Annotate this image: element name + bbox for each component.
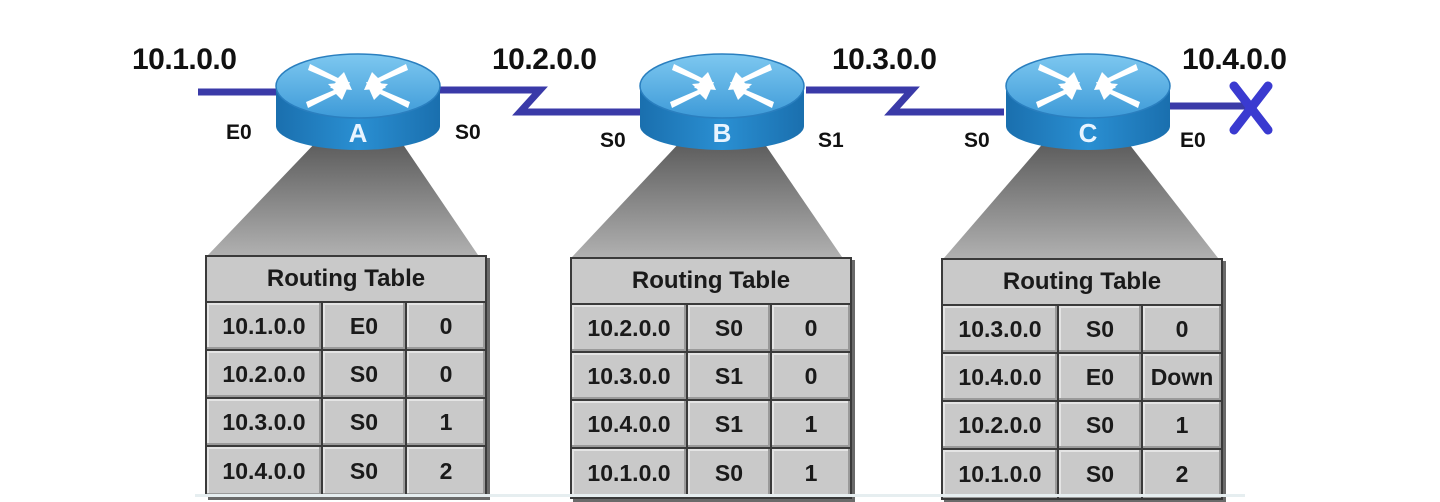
metric-cell: 0 [1143,306,1221,352]
network-label: 10.1.0.0 [132,43,237,76]
interface-cell: S0 [323,447,407,495]
table-row: 10.3.0.0 S0 1 [207,399,485,447]
interface-label-b-left: S0 [600,129,626,152]
metric-cell: 2 [1143,450,1221,498]
interface-cell: E0 [1059,354,1143,400]
interface-label-c-right: E0 [1180,129,1206,152]
interface-cell: S0 [688,305,772,351]
x-mark-icon [1229,81,1273,135]
interface-cell: S0 [1059,450,1143,498]
metric-cell: 1 [772,449,850,497]
network-cell: 10.3.0.0 [207,399,323,445]
interface-cell: S0 [1059,402,1143,448]
network-cell: 10.3.0.0 [943,306,1059,352]
interface-cell: E0 [323,303,407,349]
interface-label-b-right: S1 [818,129,844,152]
metric-cell: 0 [407,303,485,349]
network-cell: 10.1.0.0 [572,449,688,497]
interface-label-a-right: S0 [455,121,481,144]
routing-table-title: Routing Table [572,259,850,305]
network-label: 10.3.0.0 [832,43,937,76]
table-row: 10.1.0.0 E0 0 [207,303,485,351]
routing-table-b: Routing Table 10.2.0.0 S0 0 10.3.0.0 S1 … [570,257,852,499]
router-label-c: C [1079,118,1098,148]
metric-cell: 0 [407,351,485,397]
interface-label-c-left: S0 [964,129,990,152]
table-row: 10.2.0.0 S0 0 [572,305,850,353]
network-cell: 10.1.0.0 [943,450,1059,498]
table-row: 10.3.0.0 S0 0 [943,306,1221,354]
routing-table-a: Routing Table 10.1.0.0 E0 0 10.2.0.0 S0 … [205,255,487,497]
cone-router-b [572,140,842,257]
table-row: 10.4.0.0 S0 2 [207,447,485,495]
table-row: 10.1.0.0 S0 1 [572,449,850,497]
metric-cell: Down [1143,354,1221,400]
router-icon: C [1005,53,1171,151]
metric-cell: 2 [407,447,485,495]
routing-table-c: Routing Table 10.3.0.0 S0 0 10.4.0.0 E0 … [941,258,1223,500]
table-row: 10.1.0.0 S0 2 [943,450,1221,498]
network-cell: 10.3.0.0 [572,353,688,399]
interface-label-a-left: E0 [226,121,252,144]
serial-link-a-b [438,86,640,116]
table-row: 10.4.0.0 S1 1 [572,401,850,449]
network-cell: 10.1.0.0 [207,303,323,349]
serial-link-b-c [806,86,1004,116]
router-icon: B [639,53,805,151]
metric-cell: 1 [772,401,850,447]
network-label: 10.2.0.0 [492,43,597,76]
network-cell: 10.4.0.0 [943,354,1059,400]
routing-table-title: Routing Table [943,260,1221,306]
network-cell: 10.2.0.0 [572,305,688,351]
interface-cell: S1 [688,353,772,399]
network-cell: 10.2.0.0 [943,402,1059,448]
table-row: 10.2.0.0 S0 1 [943,402,1221,450]
metric-cell: 0 [772,305,850,351]
bottom-divider [195,494,1245,497]
metric-cell: 1 [1143,402,1221,448]
metric-cell: 0 [772,353,850,399]
metric-cell: 1 [407,399,485,445]
interface-cell: S0 [688,449,772,497]
interface-cell: S0 [323,399,407,445]
interface-cell: S0 [323,351,407,397]
network-label: 10.4.0.0 [1182,43,1287,76]
interface-cell: S1 [688,401,772,447]
interface-cell: S0 [1059,306,1143,352]
network-cell: 10.2.0.0 [207,351,323,397]
table-row: 10.3.0.0 S1 0 [572,353,850,401]
router-label-a: A [349,118,368,148]
cone-router-c [944,140,1218,258]
routing-table-title: Routing Table [207,257,485,303]
table-row: 10.2.0.0 S0 0 [207,351,485,399]
cone-router-a [208,140,478,255]
table-row: 10.4.0.0 E0 Down [943,354,1221,402]
router-icon: A [275,53,441,151]
router-label-b: B [713,118,732,148]
network-cell: 10.4.0.0 [207,447,323,495]
network-cell: 10.4.0.0 [572,401,688,447]
